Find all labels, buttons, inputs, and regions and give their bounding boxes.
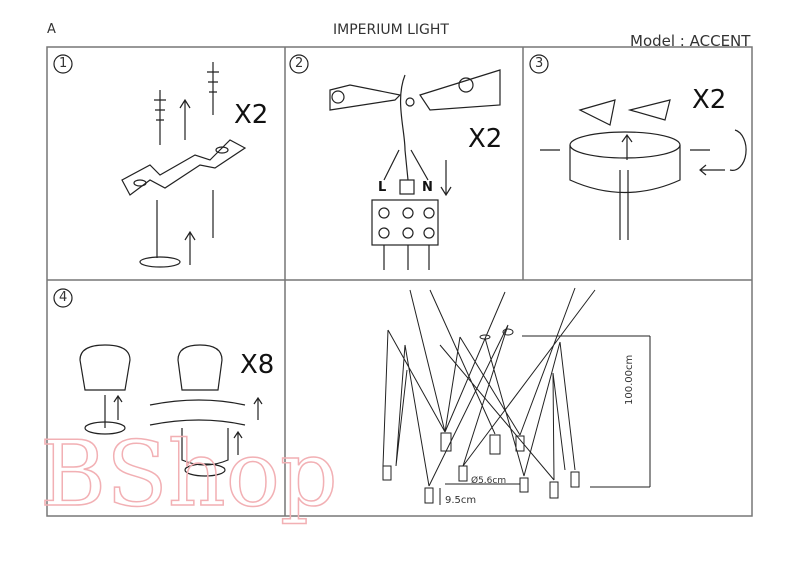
terminal-n-label: N bbox=[422, 180, 433, 195]
panel-grid bbox=[46, 46, 753, 517]
pendant-layout-illustration bbox=[382, 287, 651, 505]
wiring-illustration bbox=[329, 69, 501, 270]
watermark: BShop bbox=[39, 421, 338, 528]
step-1-multiplier: X2 bbox=[234, 100, 269, 130]
step-2-number: 2 bbox=[295, 56, 304, 71]
brand-title: IMPERIUM LIGHT bbox=[333, 22, 449, 38]
shade-assembly-illustration bbox=[79, 344, 263, 477]
step-2-multiplier: X2 bbox=[468, 124, 503, 154]
model-label: Model : ACCENT bbox=[630, 32, 751, 50]
terminal-l-label: L bbox=[378, 180, 387, 195]
step-3-number: 3 bbox=[535, 56, 544, 71]
step-3-multiplier: X2 bbox=[692, 85, 727, 115]
canopy-illustration bbox=[540, 99, 747, 240]
step-4-number: 4 bbox=[59, 290, 68, 305]
height-dimension: 100.00cm bbox=[624, 354, 635, 405]
mounting-bracket-illustration bbox=[121, 62, 247, 268]
length-dimension: 9.5cm bbox=[445, 495, 477, 506]
watermark-text: BShop bbox=[40, 422, 338, 527]
step-number-circles bbox=[53, 54, 549, 308]
step-4-multiplier: X8 bbox=[240, 350, 275, 380]
diameter-dimension: Ø5.6cm bbox=[471, 476, 507, 486]
sheet-label: A bbox=[47, 22, 56, 37]
step-1-number: 1 bbox=[59, 56, 68, 71]
